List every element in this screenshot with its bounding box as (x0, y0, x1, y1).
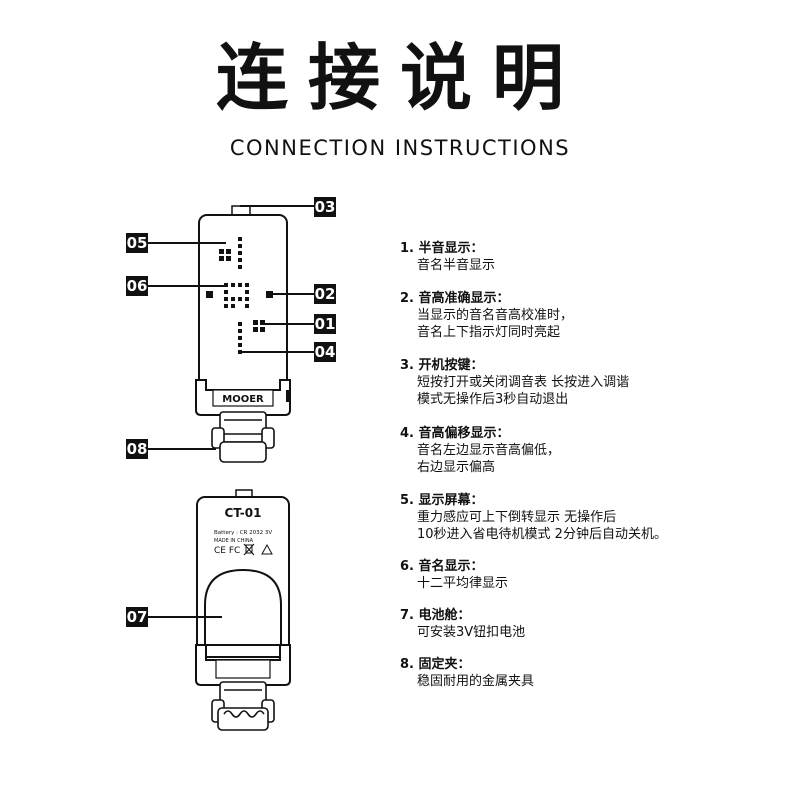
battery-label: Battery : CR 2032 3V (214, 530, 272, 536)
item-heading: 1. 半音显示： (400, 241, 484, 256)
item-text: 音名左边显示音高偏低， (417, 443, 561, 458)
list-item: 3. 开机按键： 短按打开或关闭调音表 长按进入调谐 模式无操作后3秒自动退出 (400, 357, 790, 408)
item-text: 10秒进入省电待机模式 2分钟后自动关机。 (417, 527, 667, 542)
callout-05: 05 (126, 233, 148, 253)
item-heading: 6. 音名显示： (400, 559, 484, 574)
item-text: 模式无操作后3秒自动退出 (417, 392, 569, 407)
item-text: 可安装3V钮扣电池 (417, 625, 526, 640)
page-subtitle: CONNECTION INSTRUCTIONS (229, 136, 571, 160)
callout-01: 01 (314, 314, 336, 334)
list-item: 7. 电池舱： 可安装3V钮扣电池 (400, 607, 790, 641)
leader-lines (148, 205, 315, 618)
note-name-display (206, 283, 273, 332)
callout-07: 07 (126, 607, 148, 627)
brand-logo: MOOER (222, 394, 264, 405)
callout-03: 03 (314, 197, 336, 217)
clip-front (211, 411, 275, 463)
device-front: MOOER (195, 205, 291, 463)
item-heading: 8. 固定夹： (400, 657, 471, 672)
list-item: 2. 音高准确显示： 当显示的音名音高校准时， 音名上下指示灯同时亮起 (400, 290, 790, 341)
display-screen (198, 214, 288, 391)
item-text: 右边显示偏高 (417, 460, 496, 475)
callout-06: 06 (126, 276, 148, 296)
item-text: 短按打开或关闭调音表 长按进入调谐 (417, 375, 630, 390)
weee-icon (243, 543, 255, 556)
item-heading: 2. 音高准确显示： (400, 291, 510, 306)
semitone-indicator (219, 237, 242, 269)
item-heading: 3. 开机按键： (400, 358, 484, 373)
made-in-label: MADE IN CHINA (214, 538, 254, 544)
certification-marks: CE FC (214, 546, 240, 556)
callout-02: 02 (314, 284, 336, 304)
clip-back (211, 681, 275, 731)
item-heading: 7. 电池舱： (400, 608, 471, 623)
item-heading: 5. 显示屏幕： (400, 493, 484, 508)
list-item: 5. 显示屏幕： 重力感应可上下倒转显示 无操作后 10秒进入省电待机模式 2分… (400, 492, 790, 543)
pitch-offset-indicator (238, 322, 242, 354)
model-label: CT-01 (225, 506, 262, 520)
callout-08: 08 (126, 439, 148, 459)
item-text: 重力感应可上下倒转显示 无操作后 (417, 510, 617, 525)
item-text: 十二平均律显示 (417, 576, 509, 591)
list-item: 1. 半音显示： 音名半音显示 (400, 240, 790, 274)
callout-04: 04 (314, 342, 336, 362)
battery-compartment (204, 568, 282, 646)
item-text: 音名上下指示灯同时亮起 (417, 325, 561, 340)
item-text: 当显示的音名音高校准时， (417, 308, 574, 323)
warning-icon (261, 543, 273, 555)
item-text: 音名半音显示 (417, 258, 496, 273)
device-back: CT-01 Battery : CR 2032 3V MADE IN CHINA… (195, 489, 291, 731)
item-heading: 4. 音高偏移显示： (400, 426, 510, 441)
list-item: 8. 固定夹： 稳固耐用的金属夹具 (400, 656, 790, 690)
item-text: 稳固耐用的金属夹具 (417, 674, 535, 689)
page-title: 连接说明 (215, 36, 584, 120)
list-item: 6. 音名显示： 十二平均律显示 (400, 558, 790, 592)
list-item: 4. 音高偏移显示： 音名左边显示音高偏低， 右边显示偏高 (400, 425, 790, 476)
